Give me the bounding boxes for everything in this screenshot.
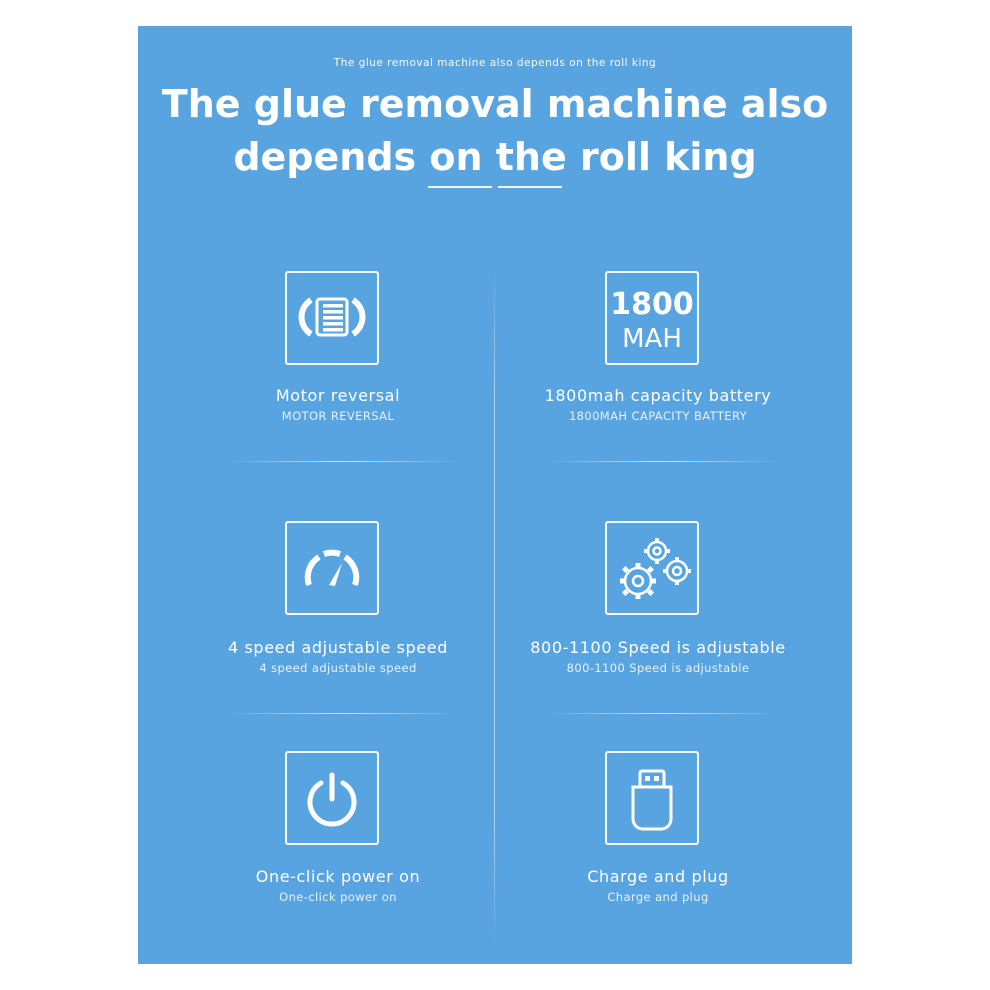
- column-divider: [494, 266, 495, 946]
- header-subtitle: The glue removal machine also depends on…: [333, 57, 657, 69]
- feature-label: 4 speed adjustable speed: [228, 638, 448, 657]
- feature-sublabel: MOTOR REVERSAL: [281, 409, 395, 423]
- header-title: The glue removal machine also depends on…: [138, 78, 852, 184]
- usb-plug-icon: [631, 769, 673, 831]
- feature-sublabel: 1800MAH CAPACITY BATTERY: [568, 409, 748, 423]
- power-icon-box: [285, 751, 379, 845]
- speedometer-icon-box: [285, 521, 379, 615]
- gears-icon-box: [605, 521, 699, 615]
- usb-plug-icon-box: [605, 751, 699, 845]
- title-underline-left: [428, 186, 492, 188]
- product-feature-panel: The glue removal machine also depends on…: [138, 26, 852, 964]
- feature-sublabel: 800-1100 Speed is adjustable: [566, 661, 750, 675]
- feature-sublabel: 4 speed adjustable speed: [259, 661, 417, 675]
- row-divider-right-2: [548, 713, 778, 714]
- motor-reversal-icon: [298, 297, 366, 337]
- battery-capacity-icon: 1800 MAH: [605, 271, 699, 365]
- feature-label: Charge and plug: [587, 867, 729, 886]
- row-divider-left-2: [228, 713, 458, 714]
- title-underline-right: [498, 186, 562, 188]
- feature-sublabel: Charge and plug: [607, 890, 709, 904]
- feature-label: Motor reversal: [275, 386, 401, 405]
- feature-label: One-click power on: [255, 867, 421, 886]
- row-divider-left-1: [228, 461, 458, 462]
- battery-icon-number: 1800: [610, 287, 694, 322]
- header-title-line-2: depends on the roll king: [233, 135, 757, 179]
- feature-label: 800-1100 Speed is adjustable: [530, 638, 786, 657]
- motor-reversal-icon-box: [285, 271, 379, 365]
- header-title-line-1: The glue removal machine also: [161, 82, 829, 126]
- battery-icon-unit: MAH: [622, 324, 682, 354]
- speedometer-icon: [304, 549, 360, 586]
- row-divider-right-1: [548, 461, 778, 462]
- feature-label: 1800mah capacity battery: [544, 386, 772, 405]
- feature-sublabel: One-click power on: [279, 890, 397, 904]
- gears-icon: [620, 538, 691, 599]
- power-icon: [307, 772, 357, 827]
